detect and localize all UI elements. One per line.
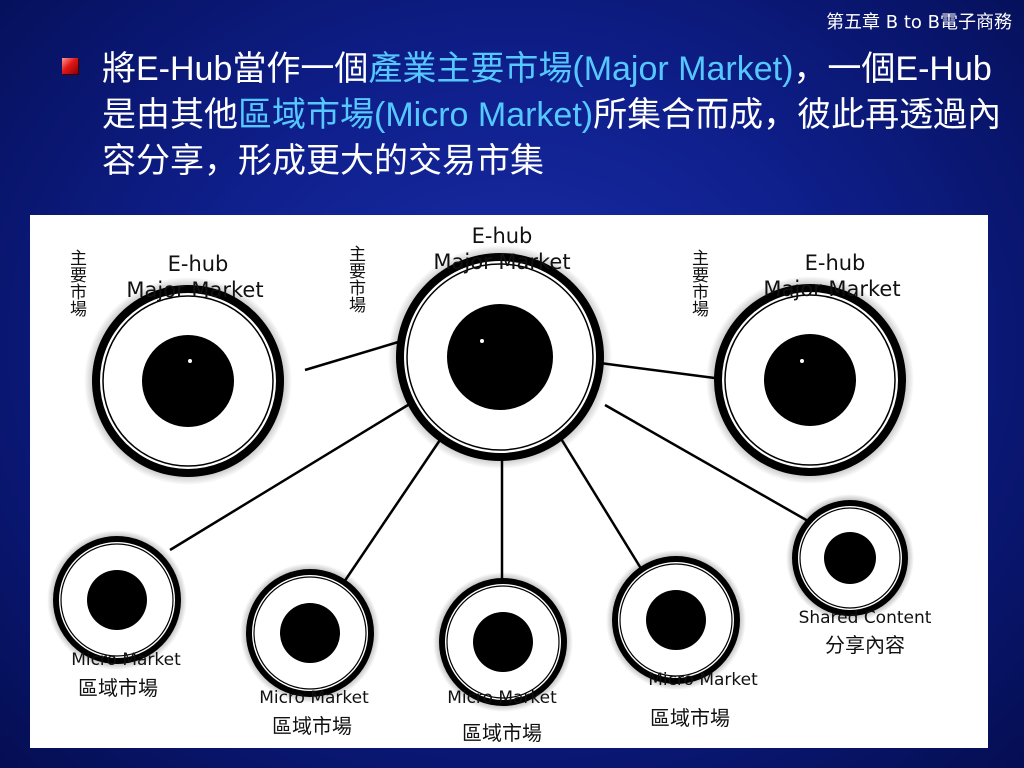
text-ehub: E-Hub — [136, 50, 233, 88]
bullet-square-icon — [62, 58, 78, 74]
major-right-vertical-label: 主要市場 — [688, 249, 709, 318]
major-right-title: E-hub — [805, 251, 866, 275]
text-highlight-micro-en: (Micro Market) — [374, 96, 594, 134]
connector-line — [169, 403, 409, 552]
major-right-subtitle: Major Market — [763, 277, 900, 301]
text-seg: ，一個 — [793, 49, 896, 89]
major-center-vertical-label: 主要市場 — [345, 245, 366, 314]
major-center-title: E-hub — [472, 224, 533, 248]
micro-market-label-en: Micro Market — [648, 670, 758, 690]
text-highlight-major-en: (Major Market) — [572, 50, 794, 88]
micro-market-node — [433, 572, 573, 712]
shared-content-label-en: Shared Content — [799, 608, 932, 628]
micro-market-node — [606, 550, 746, 690]
chapter-header: 第五章 B to B電子商務 — [826, 12, 1012, 33]
micro-market-node — [47, 530, 187, 670]
connector-lines — [169, 338, 816, 590]
micro-market-label-zh: 區域市場 — [78, 676, 158, 700]
major-center-subtitle: Major Market — [433, 250, 570, 274]
shared-content-label-zh: 分享內容 — [825, 633, 905, 657]
major-market-right-node — [706, 276, 914, 484]
micro-market-label-zh: 區域市場 — [272, 714, 352, 738]
text-highlight-micro: 區域市場 — [238, 95, 374, 135]
major-left-vertical-label: 主要市場 — [66, 249, 87, 318]
bullet-point: 將E-Hub當作一個產業主要市場(Major Market)，一個E-Hub是由… — [62, 46, 1002, 184]
text-seg: 所集合而成，彼此再透過內容分享，形成更大的交易市集 — [102, 95, 1002, 181]
connector-line — [340, 436, 444, 586]
major-left-title: E-hub — [168, 252, 229, 276]
micro-market-label-zh: 區域市場 — [462, 721, 542, 745]
connector-line — [558, 436, 647, 576]
text-ehub: E-Hub — [895, 50, 992, 88]
shared-content-node — [786, 494, 914, 622]
major-market-left-node — [84, 277, 292, 485]
bullet-text: 將E-Hub當作一個產業主要市場(Major Market)，一個E-Hub是由… — [102, 46, 1002, 184]
micro-market-label-zh: 區域市場 — [650, 706, 730, 730]
micro-market-label-en: Micro Market — [71, 650, 181, 670]
text-seg: 當作一個 — [232, 49, 369, 89]
major-market-center-node — [388, 245, 612, 469]
connector-line — [304, 338, 406, 372]
major-left-subtitle: Major Market — [126, 278, 263, 302]
micro-market-label-en: Micro Market — [447, 688, 557, 708]
micro-market-node — [240, 563, 380, 703]
connector-line — [604, 403, 816, 527]
text-seg: 是由其他 — [102, 95, 238, 135]
text-seg: 將 — [102, 49, 136, 89]
diagram-panel: E-hub Major Market 主要市場 E-hub Major Mark… — [30, 215, 988, 748]
micro-market-label-en: Micro Market — [259, 688, 369, 708]
ehub-diagram: E-hub Major Market 主要市場 E-hub Major Mark… — [47, 224, 932, 745]
text-highlight-major: 產業主要市場 — [368, 49, 573, 89]
